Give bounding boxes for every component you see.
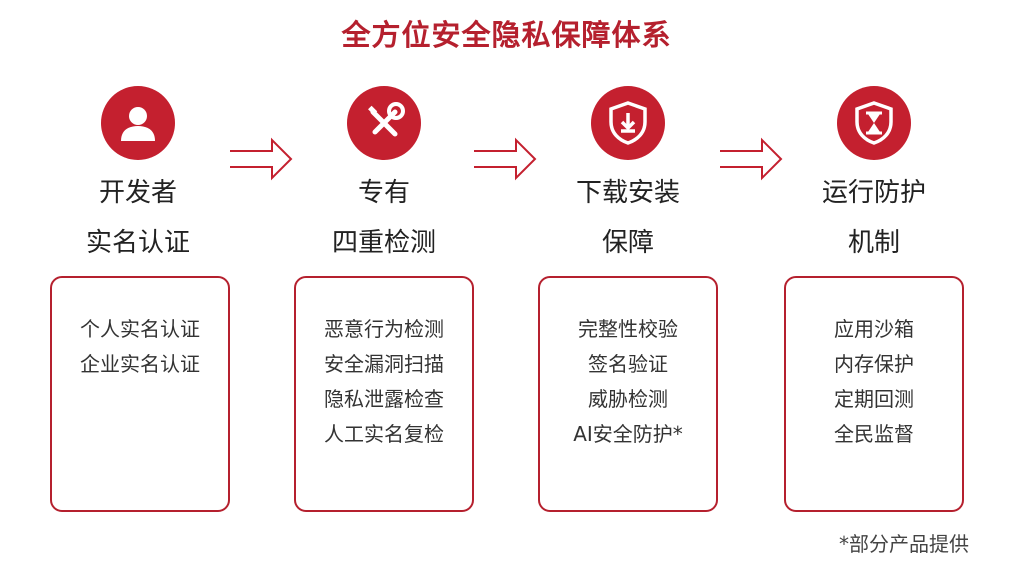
arrow-right-icon <box>230 137 293 181</box>
user-icon <box>101 86 175 160</box>
column-heading: 专有 四重检测 <box>292 168 476 268</box>
column-heading: 开发者 实名认证 <box>46 168 230 268</box>
feature-card-download: 完整性校验 签名验证 威胁检测 AI安全防护* <box>538 276 718 512</box>
column-developer-verification: 开发者 实名认证 <box>46 86 230 268</box>
card-item: 隐私泄露检查 <box>324 387 444 411</box>
column-runtime-protection: 运行防护 机制 <box>782 86 966 268</box>
card-item: 威胁检测 <box>588 387 668 411</box>
arrow-right-icon <box>474 137 537 181</box>
card-item: 安全漏洞扫描 <box>324 352 444 376</box>
card-item: 完整性校验 <box>578 317 678 341</box>
column-heading: 下载安装 保障 <box>536 168 720 268</box>
page-title: 全方位安全隐私保障体系 <box>341 18 672 52</box>
footnote: *部分产品提供 <box>839 532 969 556</box>
card-item: 签名验证 <box>588 352 668 376</box>
tools-icon <box>347 86 421 160</box>
feature-card-detection: 恶意行为检测 安全漏洞扫描 隐私泄露检查 人工实名复检 <box>294 276 474 512</box>
card-item: 应用沙箱 <box>834 317 914 341</box>
heading-line-1: 运行防护 <box>821 178 926 208</box>
column-heading: 运行防护 机制 <box>782 168 966 268</box>
heading-line-2: 保障 <box>601 228 654 258</box>
shield-hourglass-icon <box>837 86 911 160</box>
card-item: 全民监督 <box>834 422 914 446</box>
card-item: 个人实名认证 <box>80 317 200 341</box>
heading-line-1: 下载安装 <box>575 178 680 208</box>
card-item: 恶意行为检测 <box>324 317 444 341</box>
card-item: 人工实名复检 <box>324 422 444 446</box>
card-item: 内存保护 <box>834 352 914 376</box>
feature-card-runtime: 应用沙箱 内存保护 定期回测 全民监督 <box>784 276 964 512</box>
column-detection: 专有 四重检测 <box>292 86 476 268</box>
arrow-right-icon <box>720 137 783 181</box>
heading-line-2: 机制 <box>847 228 900 258</box>
heading-line-2: 四重检测 <box>331 228 436 258</box>
card-item: AI安全防护* <box>573 422 683 446</box>
shield-download-icon <box>591 86 665 160</box>
card-item: 定期回测 <box>834 387 914 411</box>
card-item: 企业实名认证 <box>80 352 200 376</box>
heading-line-1: 开发者 <box>98 178 177 208</box>
feature-card-developer: 个人实名认证 企业实名认证 <box>50 276 230 512</box>
heading-line-1: 专有 <box>357 178 410 208</box>
heading-line-2: 实名认证 <box>85 228 190 258</box>
column-download-protection: 下载安装 保障 <box>536 86 720 268</box>
